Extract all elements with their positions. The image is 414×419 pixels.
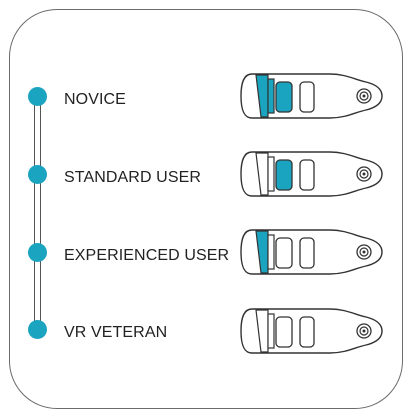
- level-label-experienced-user[interactable]: EXPERIENCED USER: [64, 247, 230, 264]
- level-dot-novice[interactable]: [28, 87, 47, 106]
- level-dot-experienced-user[interactable]: [28, 243, 47, 262]
- mode-icon-vr-veteran[interactable]: [238, 305, 384, 357]
- level-label-novice[interactable]: NOVICE: [64, 91, 126, 108]
- level-label-vr-veteran[interactable]: VR VETERAN: [64, 324, 168, 341]
- level-track: [34, 96, 41, 328]
- level-dot-vr-veteran[interactable]: [28, 320, 47, 339]
- mode-icon-experienced-user[interactable]: [238, 226, 384, 278]
- mode-icon-standard-user[interactable]: [238, 148, 384, 200]
- level-dot-standard-user[interactable]: [28, 165, 47, 184]
- mode-icon-novice[interactable]: [238, 70, 384, 122]
- level-label-standard-user[interactable]: STANDARD USER: [64, 169, 202, 186]
